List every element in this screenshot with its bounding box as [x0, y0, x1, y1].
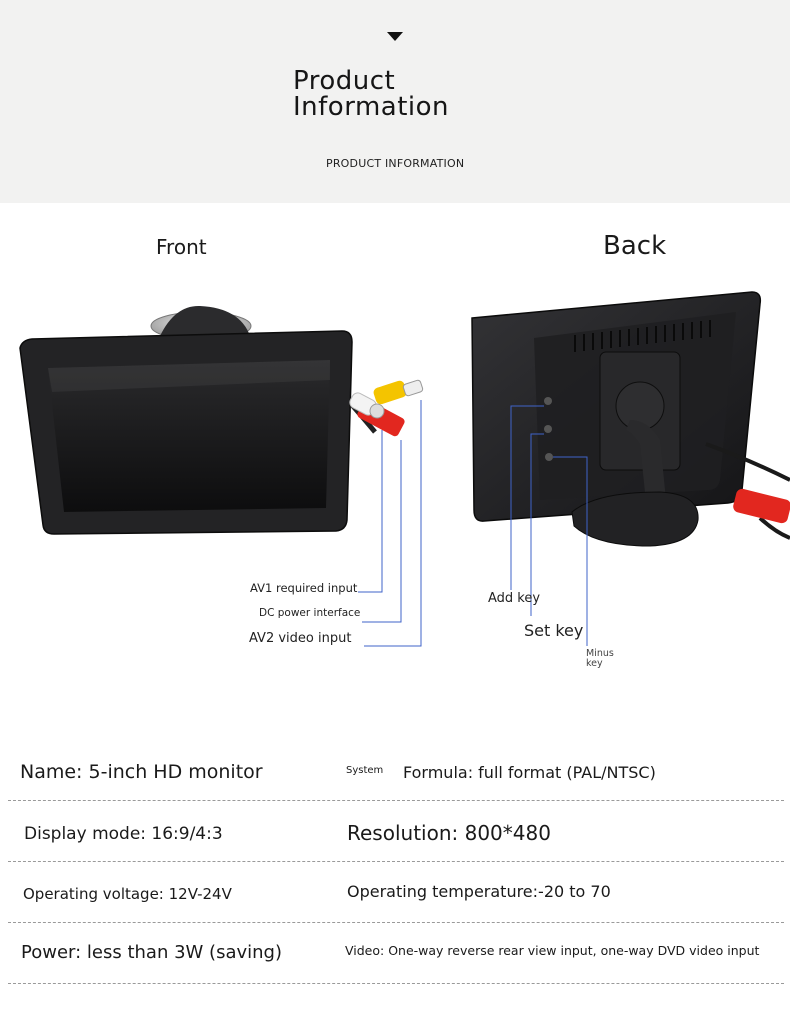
rca-connectors	[349, 379, 424, 437]
mount-base	[571, 491, 699, 547]
callout-add-key: Add key	[488, 591, 541, 606]
back-monitor	[471, 291, 790, 547]
rear-cable	[705, 442, 790, 482]
spec-resolution: Resolution: 800*480	[347, 821, 551, 845]
callout-set-key: Set key	[524, 621, 584, 640]
spec-row: Power: less than 3W (saving) Video: One-…	[8, 923, 784, 984]
screen-glare	[48, 360, 330, 392]
rca-white-tip	[369, 403, 385, 419]
product-illustration	[19, 291, 790, 647]
spec-temperature: Operating temperature:-20 to 70	[347, 882, 611, 901]
spec-row: Name: 5-inch HD monitor System Formula: …	[8, 742, 784, 801]
page-subtitle: PRODUCT INFORMATION	[326, 157, 465, 170]
front-callout-lines	[358, 400, 422, 647]
front-screen	[48, 360, 330, 512]
vent-slots	[574, 320, 711, 352]
suction-mount	[160, 305, 250, 336]
minus-key-button	[545, 453, 553, 461]
add-key-button	[544, 397, 552, 405]
back-view-label: Back	[603, 231, 667, 261]
front-view-label: Front	[156, 235, 207, 259]
spec-power: Power: less than 3W (saving)	[21, 942, 282, 963]
callout-av2-input: AV2 video input	[249, 631, 352, 646]
header-band: Product Information PRODUCT INFORMATION	[0, 0, 790, 203]
rear-cable-lower	[758, 516, 790, 540]
rear-rca-red-plug	[733, 488, 790, 524]
front-monitor	[19, 305, 353, 535]
page-title: Product Information	[293, 66, 450, 122]
mount-stem	[626, 420, 666, 502]
back-callout-lines	[510, 405, 588, 646]
set-key-button	[544, 425, 552, 433]
spec-name: Name: 5-inch HD monitor	[20, 761, 263, 783]
callout-av1-input: AV1 required input	[250, 581, 358, 595]
spec-display-mode: Display mode: 16:9/4:3	[24, 824, 223, 844]
rca-yellow-tip	[402, 379, 424, 397]
spec-video: Video: One-way reverse rear view input, …	[345, 943, 760, 958]
spec-row: Operating voltage: 12V-24V Operating tem…	[8, 862, 784, 923]
spec-formula: Formula: full format (PAL/NTSC)	[403, 763, 656, 782]
spec-system-label: System	[346, 765, 384, 776]
callout-dc-power: DC power interface	[259, 607, 361, 619]
rca-yellow-plug	[373, 380, 407, 405]
spec-table: Name: 5-inch HD monitor System Formula: …	[8, 742, 784, 984]
spec-row: Display mode: 16:9/4:3 Resolution: 800*4…	[8, 801, 784, 862]
callout-minus-key: Minus key	[586, 648, 614, 669]
spec-voltage: Operating voltage: 12V-24V	[23, 885, 232, 903]
down-arrow-icon	[387, 32, 403, 41]
